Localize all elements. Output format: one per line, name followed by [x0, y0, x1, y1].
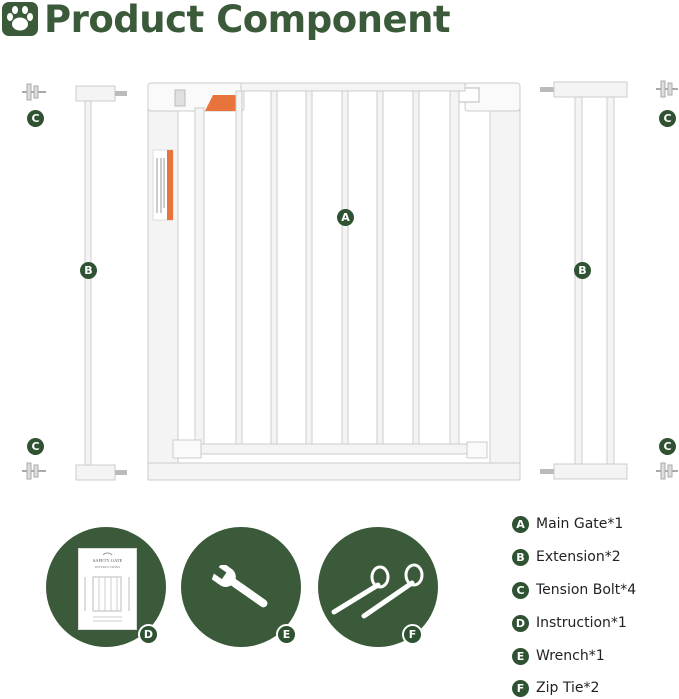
extension-right: [540, 80, 678, 480]
instruction-sheet-icon: SAFETY GATE INSTRUCTIONS: [78, 548, 137, 630]
extension-left: [22, 83, 127, 481]
legend-item-main-gate: A Main Gate*1: [512, 513, 623, 535]
tension-bolt-top-right: [656, 80, 678, 98]
legend-label: Main Gate*1: [536, 516, 624, 532]
legend-label: Extension*2: [536, 549, 621, 565]
instruction-subheading: INSTRUCTIONS: [94, 565, 121, 569]
legend-item-tension-bolt: C Tension Bolt*4: [512, 579, 636, 601]
legend-label: Tension Bolt*4: [536, 582, 637, 598]
legend-badge: D: [512, 614, 529, 632]
label-c-top-left: C: [27, 110, 44, 127]
legend-badge: A: [512, 515, 529, 533]
label-c-bottom-left: C: [27, 438, 44, 455]
tension-bolt-bottom-right: [656, 462, 678, 480]
paw-icon: [2, 2, 38, 36]
tension-bolt-top-left: [22, 83, 46, 101]
legend-badge: E: [512, 647, 529, 665]
legend-item-zip-tie: F Zip Tie*2: [512, 677, 599, 699]
legend-label: Zip Tie*2: [536, 680, 600, 696]
label-c-top-right: C: [659, 110, 676, 127]
label-c-bottom-right: C: [659, 438, 676, 455]
label-b-right-extension: B: [574, 262, 591, 279]
label-e-wrench: E: [276, 624, 297, 645]
legend-badge: C: [512, 581, 529, 599]
label-f-zip-tie: F: [402, 624, 423, 645]
legend-item-wrench: E Wrench*1: [512, 645, 605, 667]
wrench-icon: [211, 565, 268, 608]
legend-item-extension: B Extension*2: [512, 546, 621, 568]
legend-item-instruction: D Instruction*1: [512, 612, 627, 634]
legend-badge: F: [512, 679, 529, 697]
label-a-main-gate: A: [337, 209, 354, 226]
page-title: Product Component: [44, 0, 451, 41]
legend-label: Instruction*1: [536, 615, 627, 631]
label-d-instruction: D: [138, 624, 159, 645]
zip-tie-icon: [331, 563, 424, 619]
instruction-heading: SAFETY GATE: [92, 558, 123, 563]
main-gate: [147, 82, 521, 481]
legend-label: Wrench*1: [536, 648, 605, 664]
legend-badge: B: [512, 548, 529, 566]
tension-bolt-bottom-left: [22, 462, 46, 480]
label-b-left-extension: B: [80, 262, 97, 279]
